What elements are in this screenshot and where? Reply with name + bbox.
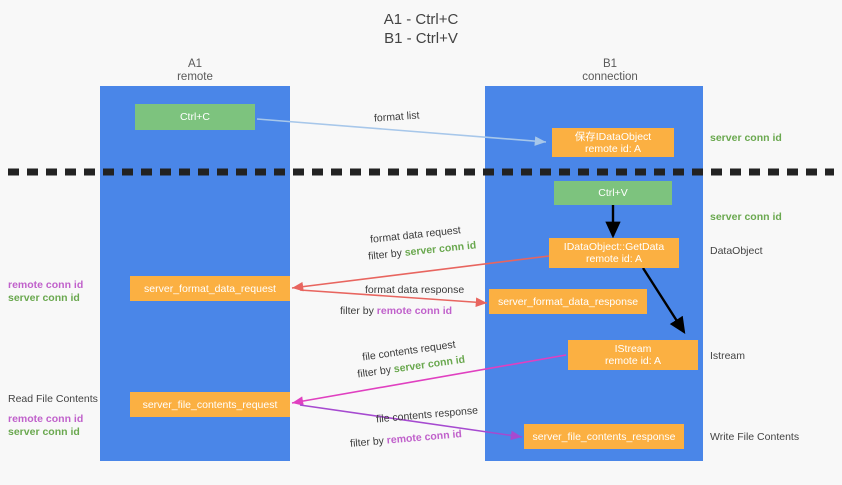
edge-label-format-data-response-filter: filter by remote conn id: [340, 305, 452, 318]
column-b1-name: B1: [602, 58, 618, 70]
title-line-2: B1 - Ctrl+V: [384, 30, 458, 47]
node-server-format-data-response-label: server_format_data_response: [497, 295, 639, 308]
filter-key-remote-conn-id: remote conn id: [376, 305, 453, 317]
column-header-b1: B1 connection: [530, 58, 690, 84]
node-server-file-contents-request[interactable]: server_file_contents_request: [130, 392, 290, 417]
filter-key-server-conn-id: server conn id: [404, 239, 477, 259]
filter-prefix: filter by: [356, 363, 395, 381]
node-server-file-contents-request-label: server_file_contents_request: [142, 398, 278, 411]
side-label-server-conn-id-1: server conn id: [8, 292, 80, 304]
filter-prefix: filter by: [349, 434, 388, 450]
side-label-write-file-contents: Write File Contents: [710, 431, 800, 443]
node-save-idataobject-sub: remote id: A: [584, 142, 642, 155]
node-ctrl-v-label: Ctrl+V: [598, 187, 628, 199]
node-server-format-data-request-label: server_format_data_request: [144, 282, 276, 295]
node-getdata-label: IDataObject::GetData: [563, 241, 665, 253]
side-label-server-conn-id-mid: server conn id: [710, 211, 782, 223]
column-a1-name: A1: [187, 58, 203, 70]
node-server-format-data-response[interactable]: server_format_data_response: [489, 289, 647, 314]
side-label-remote-conn-id-2: remote conn id: [8, 413, 84, 425]
filter-key-remote-conn-id: remote conn id: [386, 428, 463, 447]
side-label-dataobject: DataObject: [710, 245, 763, 257]
node-istream-label: IStream: [614, 343, 652, 355]
node-getdata[interactable]: IDataObject::GetData remote id: A: [549, 238, 679, 268]
node-getdata-sub: remote id: A: [585, 253, 643, 265]
edge-label-format-data-response: format data response: [365, 284, 465, 296]
node-istream[interactable]: IStream remote id: A: [568, 340, 698, 370]
side-label-istream: Istream: [710, 350, 746, 362]
node-ctrl-c[interactable]: Ctrl+C: [135, 104, 255, 130]
side-label-server-conn-id-top: server conn id: [710, 132, 782, 144]
node-save-idataobject[interactable]: 保存IDataObject remote id: A: [552, 128, 674, 157]
filter-prefix: filter by: [367, 246, 406, 263]
filter-prefix: filter by: [340, 305, 377, 317]
edge-label-file-contents-response: file contents response: [375, 404, 479, 426]
column-b1-sub: connection: [582, 71, 638, 83]
node-server-format-data-request[interactable]: server_format_data_request: [130, 276, 290, 301]
page-title: A1 - Ctrl+C B1 - Ctrl+V: [0, 10, 842, 48]
side-label-read-file-contents: Read File Contents: [8, 393, 98, 405]
node-ctrl-c-label: Ctrl+C: [179, 111, 211, 123]
node-server-file-contents-response-label: server_file_contents_response: [532, 430, 676, 443]
column-header-a1: A1 remote: [115, 58, 275, 84]
edge-label-format-list: format list: [373, 109, 420, 125]
column-a1-sub: remote: [177, 71, 213, 83]
title-line-1: A1 - Ctrl+C: [383, 11, 459, 28]
edge-label-file-contents-response-filter: filter by remote conn id: [350, 428, 463, 451]
side-label-remote-conn-id-1: remote conn id: [8, 279, 84, 291]
node-save-idataobject-label: 保存IDataObject: [574, 130, 652, 143]
node-server-file-contents-response[interactable]: server_file_contents_response: [524, 424, 684, 449]
node-ctrl-v[interactable]: Ctrl+V: [554, 181, 672, 205]
node-istream-sub: remote id: A: [604, 355, 662, 367]
side-label-server-conn-id-2: server conn id: [8, 426, 80, 438]
